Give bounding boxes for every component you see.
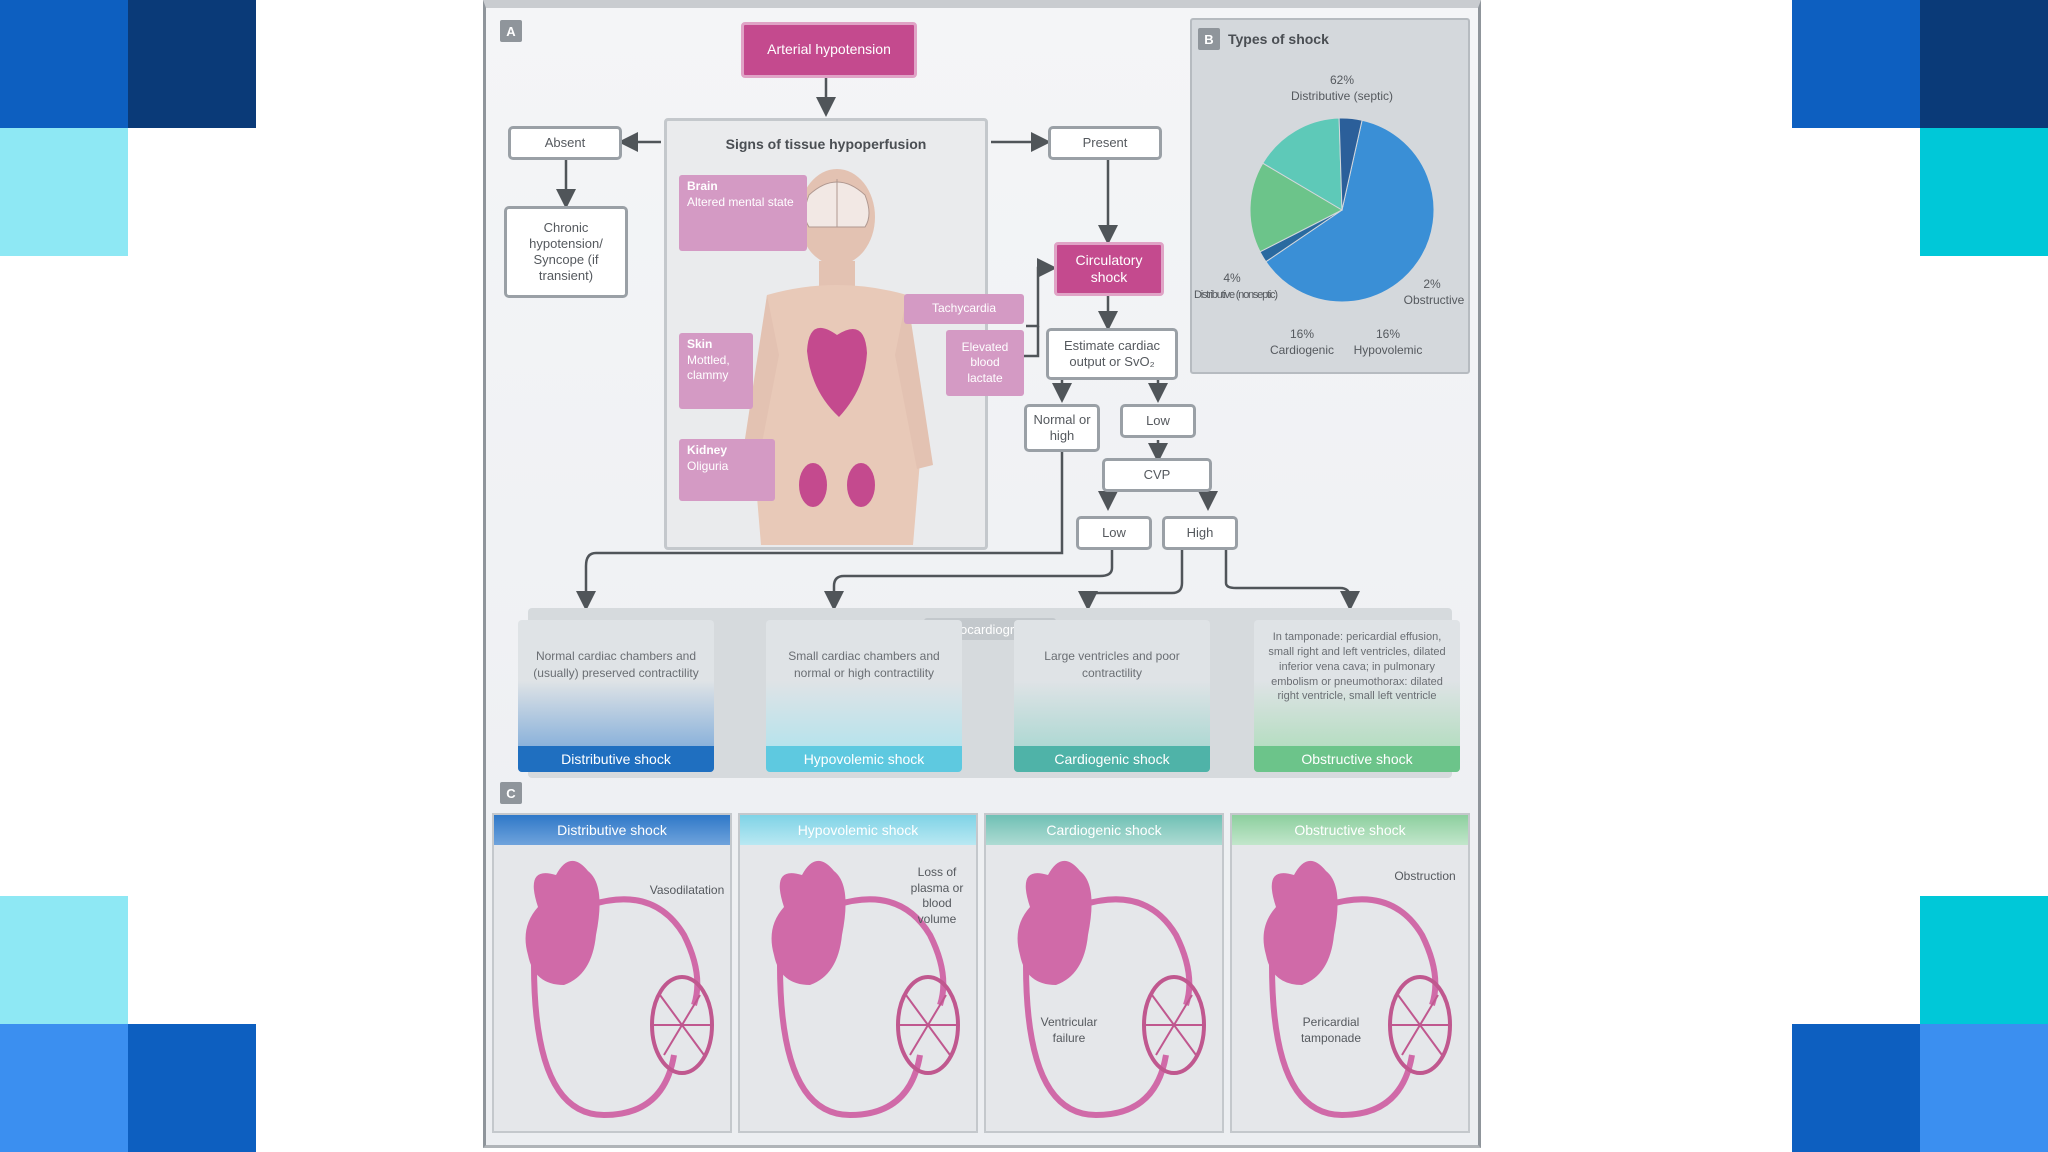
tile-tr-1: [1792, 0, 1920, 128]
panel-c-tag: C: [500, 782, 522, 804]
tile-tr-3: [1920, 128, 2048, 256]
tile-tl-2: [128, 0, 256, 128]
lactate-label: Elevated blood lactate: [946, 330, 1024, 396]
pie-label-cardiogenic-pct: 16%: [1290, 327, 1314, 341]
c-panel-obstructive: Obstructive shock Obstruction Pericardia…: [1230, 813, 1470, 1133]
pie-slice-2: [1249, 162, 1344, 253]
absent-box: Absent: [508, 126, 622, 160]
echo-distributive-label: Distributive shock: [518, 746, 714, 772]
panel-a-tag: A: [500, 20, 522, 42]
echo-obstructive: In tamponade: pericardial effusion, smal…: [1254, 620, 1460, 772]
echo-cardiogenic-text: Large ventricles and poor contractility: [1044, 649, 1180, 680]
tile-tl-1: [0, 0, 128, 128]
pie-label-septic-pct: 62%: [1330, 73, 1354, 87]
pie-label-nonseptic-pct: 4%: [1223, 271, 1241, 285]
panel-b-tag: B: [1198, 28, 1220, 50]
tissue-hypoperfusion-box: Signs of tissue hypoperfusion Brain Alte…: [664, 118, 988, 550]
tile-bl-3: [128, 1024, 256, 1152]
heart-vessel-icon: [1017, 860, 1206, 1119]
pie-label-hypovolemic-pct: 16%: [1376, 327, 1400, 341]
echo-cardiogenic: Large ventricles and poor contractility …: [1014, 620, 1210, 772]
tile-tr-2: [1920, 0, 2048, 128]
c-obstructive-annotation-2: Pericardial tamponade: [1300, 1015, 1362, 1045]
echo-hypovolemic: Small cardiac chambers and normal or hig…: [766, 620, 962, 772]
c-obstructive-annotation: Obstruction: [1394, 869, 1456, 883]
c-panel-cardiogenic: Cardiogenic shock Ventricular failure: [984, 813, 1224, 1133]
echo-obstructive-label: Obstructive shock: [1254, 746, 1460, 772]
pie-slice-4: [1338, 117, 1363, 211]
echo-distributive: Normal cardiac chambers and (usually) pr…: [518, 620, 714, 772]
types-of-shock-title: Types of shock: [1228, 31, 1329, 47]
brain-label-detail: Altered mental state: [687, 194, 794, 209]
arterial-hypotension-box: Arterial hypotension: [741, 22, 917, 78]
echo-hypovolemic-text: Small cardiac chambers and normal or hig…: [788, 649, 940, 680]
c-cardiogenic-annotation: Ventricular failure: [1040, 1015, 1098, 1045]
echo-distributive-text: Normal cardiac chambers and (usually) pr…: [533, 649, 699, 680]
cvp-high-box: High: [1162, 516, 1238, 550]
present-box: Present: [1048, 126, 1162, 160]
heart-vessel-icon: [771, 860, 960, 1119]
heart-vessel-icon: [1263, 860, 1452, 1119]
tissue-hypoperfusion-title: Signs of tissue hypoperfusion: [725, 136, 927, 152]
pie-label-hypovolemic: Hypovolemic: [1354, 343, 1423, 357]
kidney-label: Kidney Oliguria: [679, 439, 775, 501]
tachycardia-label: Tachycardia: [904, 294, 1024, 324]
c-panel-hypovolemic: Hypovolemic shock Loss of plasma or bloo…: [738, 813, 978, 1133]
kidney-label-detail: Oliguria: [687, 458, 729, 473]
tile-bl-2: [0, 1024, 128, 1152]
heart-vessel-icon: [525, 860, 714, 1119]
pie-slice-0: [1265, 119, 1435, 303]
pie-slice-3: [1262, 117, 1343, 211]
skin-label-title: Skin: [687, 337, 713, 351]
echo-hypovolemic-label: Hypovolemic shock: [766, 746, 962, 772]
c-panel-distributive: Distributive shock Vasodilatation: [492, 813, 732, 1133]
c-cardiogenic-title: Cardiogenic shock: [986, 815, 1222, 845]
pie-label-obstructive-pct: 2%: [1423, 277, 1441, 291]
cvp-box: CVP: [1102, 458, 1212, 492]
chronic-hypotension-box: Chronic hypotension/ Syncope (if transie…: [504, 206, 628, 298]
skin-label-detail: Mottled, clammy: [687, 352, 730, 383]
tile-tl-3: [0, 128, 128, 256]
normal-high-box: Normal or high: [1024, 404, 1100, 452]
tile-br-3: [1920, 1024, 2048, 1152]
pie-label-obstructive: Obstructive: [1404, 293, 1465, 307]
brain-label-title: Brain: [687, 179, 718, 193]
types-of-shock-panel: B Types of shock 62% Distributive (septi…: [1190, 18, 1470, 374]
cvp-low-box: Low: [1076, 516, 1152, 550]
tile-bl-1: [0, 896, 128, 1024]
c-distributive-annotation: Vasodilatation: [649, 883, 725, 897]
tile-br-1: [1920, 896, 2048, 1024]
tile-br-2: [1792, 1024, 1920, 1152]
circulatory-shock-box: Circulatory shock: [1054, 242, 1164, 296]
pie-label-nonseptic: Distributive (nonseptic): [1194, 289, 1278, 301]
echo-cardiogenic-label: Cardiogenic shock: [1014, 746, 1210, 772]
estimate-box: Estimate cardiac output or SvO₂: [1046, 328, 1178, 380]
figure-panel: A Arterial hypotension Absent Chronic hy…: [483, 0, 1481, 1148]
pie-label-cardiogenic: Cardiogenic: [1270, 343, 1334, 357]
c-obstructive-title: Obstructive shock: [1232, 815, 1468, 845]
skin-label: Skin Mottled, clammy: [679, 333, 753, 409]
c-distributive-title: Distributive shock: [494, 815, 730, 845]
kidney-label-title: Kidney: [687, 443, 728, 457]
c-hypovolemic-annotation: Loss of plasma or blood volume: [910, 865, 964, 926]
low-co-box: Low: [1120, 404, 1196, 438]
echo-obstructive-text: In tamponade: pericardial effusion, smal…: [1268, 631, 1446, 703]
brain-label: Brain Altered mental state: [679, 175, 807, 251]
c-hypovolemic-title: Hypovolemic shock: [740, 815, 976, 845]
body-figure-icon: [741, 169, 933, 545]
pie-label-septic: Distributive (septic): [1291, 89, 1393, 103]
shock-pie-chart: 62% Distributive (septic) 2% Obstructive…: [1194, 73, 1465, 357]
